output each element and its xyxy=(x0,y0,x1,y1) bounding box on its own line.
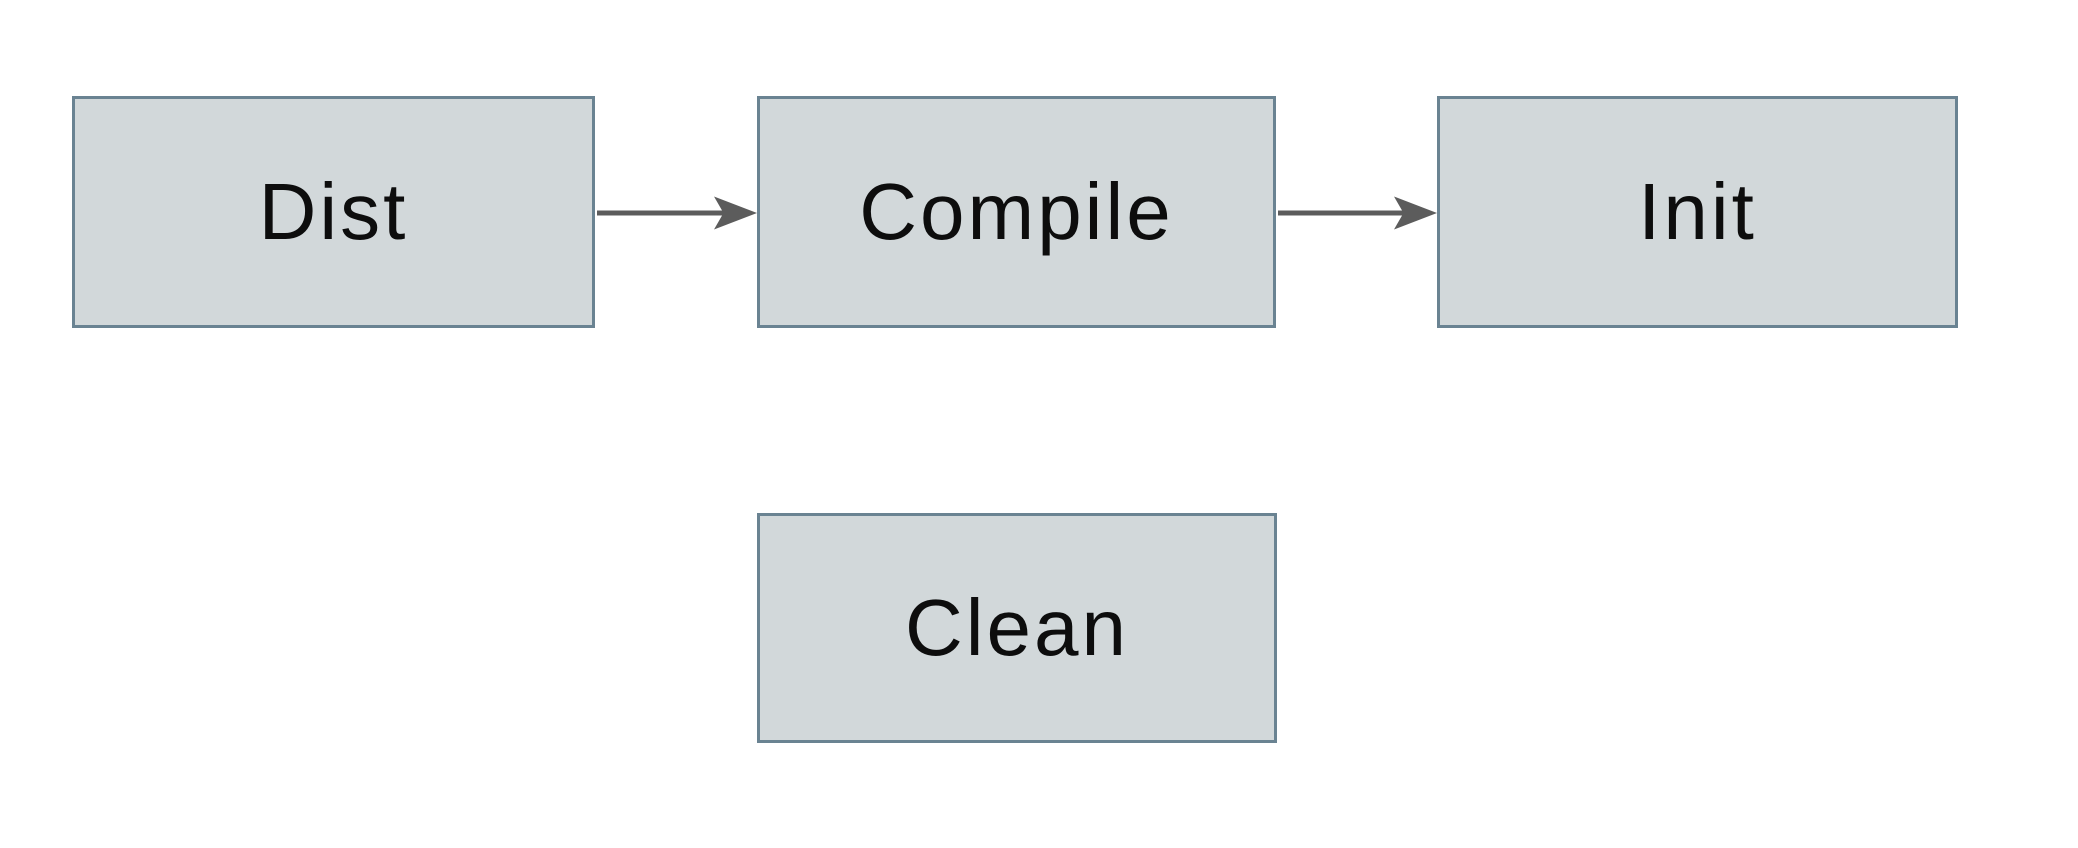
arrow-dist-to-compile[interactable] xyxy=(597,196,757,230)
node-compile[interactable]: Compile xyxy=(757,96,1276,328)
node-dist-label: Dist xyxy=(258,167,409,256)
node-dist[interactable]: Dist xyxy=(72,96,595,328)
node-init-label: Init xyxy=(1638,167,1757,256)
arrow-compile-to-init-head-icon xyxy=(1394,196,1437,230)
arrow-dist-to-compile-head-icon xyxy=(714,196,757,230)
node-clean[interactable]: Clean xyxy=(757,513,1277,743)
node-clean-label: Clean xyxy=(904,583,1130,672)
arrow-compile-to-init[interactable] xyxy=(1278,196,1437,230)
node-init[interactable]: Init xyxy=(1437,96,1958,328)
node-compile-label: Compile xyxy=(859,167,1174,256)
